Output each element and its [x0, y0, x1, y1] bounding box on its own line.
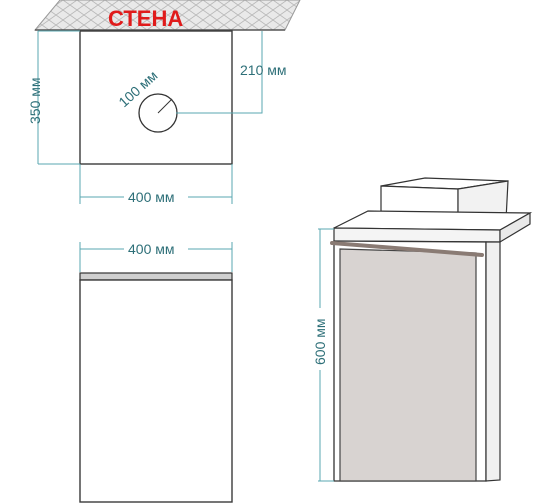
top-width-label: 400 мм — [128, 189, 175, 205]
top-view: 100 мм 210 мм 350 мм 400 мм — [27, 30, 287, 205]
front-width-label: 400 мм — [128, 241, 175, 257]
height-label: 600 мм — [312, 319, 328, 366]
front-view: 400 мм — [79, 241, 233, 503]
door-handle — [330, 241, 484, 257]
hole-offset-dim-line — [176, 31, 263, 114]
countertop-side — [499, 211, 531, 244]
hole-offset-label: 210 мм — [240, 62, 287, 78]
countertop-front — [333, 227, 501, 243]
cabinet-side — [485, 241, 501, 482]
cabinet-door — [339, 248, 477, 482]
wall: СТЕНА — [33, 0, 301, 31]
perspective-view: 600 мм — [312, 177, 533, 482]
depth-label: 350 мм — [27, 78, 43, 125]
hole-leader — [157, 98, 173, 114]
countertop-top — [333, 210, 533, 231]
wall-label: СТЕНА — [108, 6, 183, 31]
front-countertop — [79, 272, 233, 281]
front-cabinet-body — [79, 279, 233, 503]
